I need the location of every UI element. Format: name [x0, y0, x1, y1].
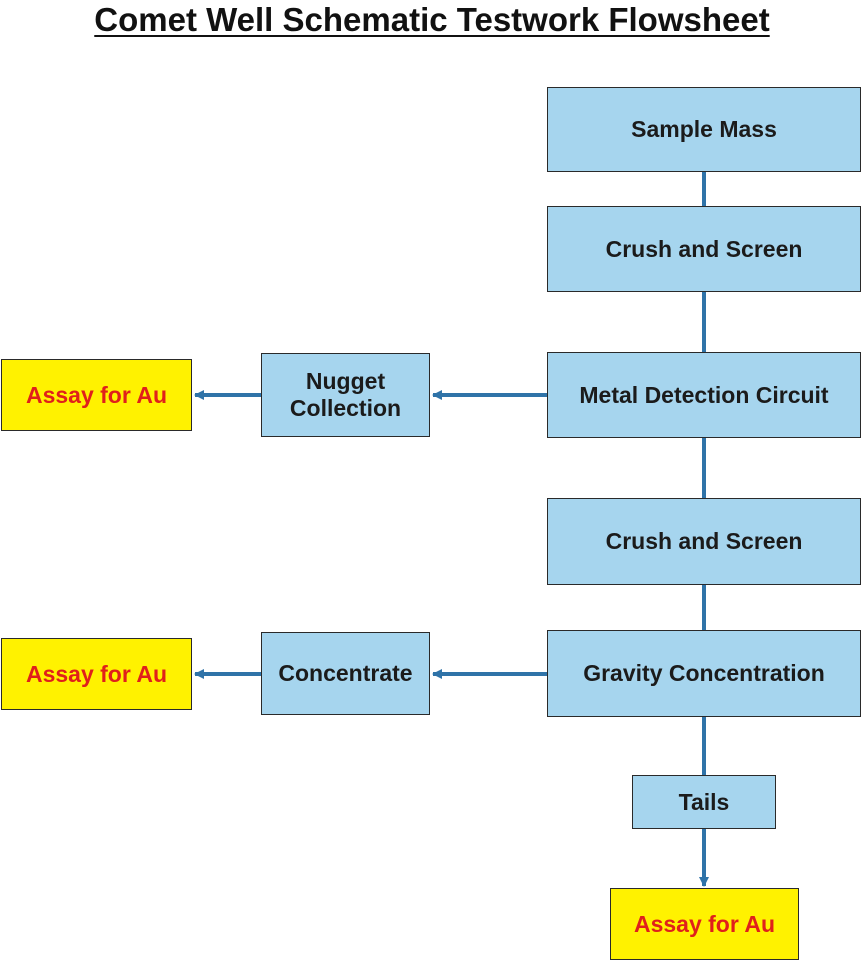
- page-title: Comet Well Schematic Testwork Flowsheet: [94, 1, 770, 38]
- node-label: Crush and Screen: [605, 528, 803, 554]
- node-assay-for-au-1: Assay for Au: [1, 359, 192, 431]
- node-crush-and-screen-1: Crush and Screen: [547, 206, 861, 292]
- node-label: Assay for Au: [25, 381, 168, 408]
- node-nugget-collection: Nugget Collection: [261, 353, 430, 437]
- node-label: Sample Mass: [631, 116, 777, 142]
- node-crush-and-screen-2: Crush and Screen: [547, 498, 861, 585]
- node-label-line2: Collection: [289, 395, 402, 421]
- node-metal-detection-circuit: Metal Detection Circuit: [547, 352, 861, 438]
- node-label: Assay for Au: [633, 910, 776, 937]
- node-label: Crush and Screen: [605, 235, 803, 262]
- node-label: Assay for Au: [25, 660, 168, 687]
- node-tails: Tails: [632, 775, 776, 829]
- node-label: Concentrate: [278, 660, 413, 686]
- node-label: Gravity Concentration: [583, 660, 825, 686]
- node-label: Tails: [678, 788, 730, 815]
- node-assay-for-au-3: Assay for Au: [610, 888, 799, 960]
- node-concentrate: Concentrate: [261, 632, 430, 715]
- node-label: Metal Detection Circuit: [579, 381, 829, 408]
- node-assay-for-au-2: Assay for Au: [1, 638, 192, 710]
- node-sample-mass: Sample Mass: [547, 87, 861, 172]
- node-gravity-concentration: Gravity Concentration: [547, 630, 861, 717]
- node-label-line1: Nugget: [305, 368, 386, 394]
